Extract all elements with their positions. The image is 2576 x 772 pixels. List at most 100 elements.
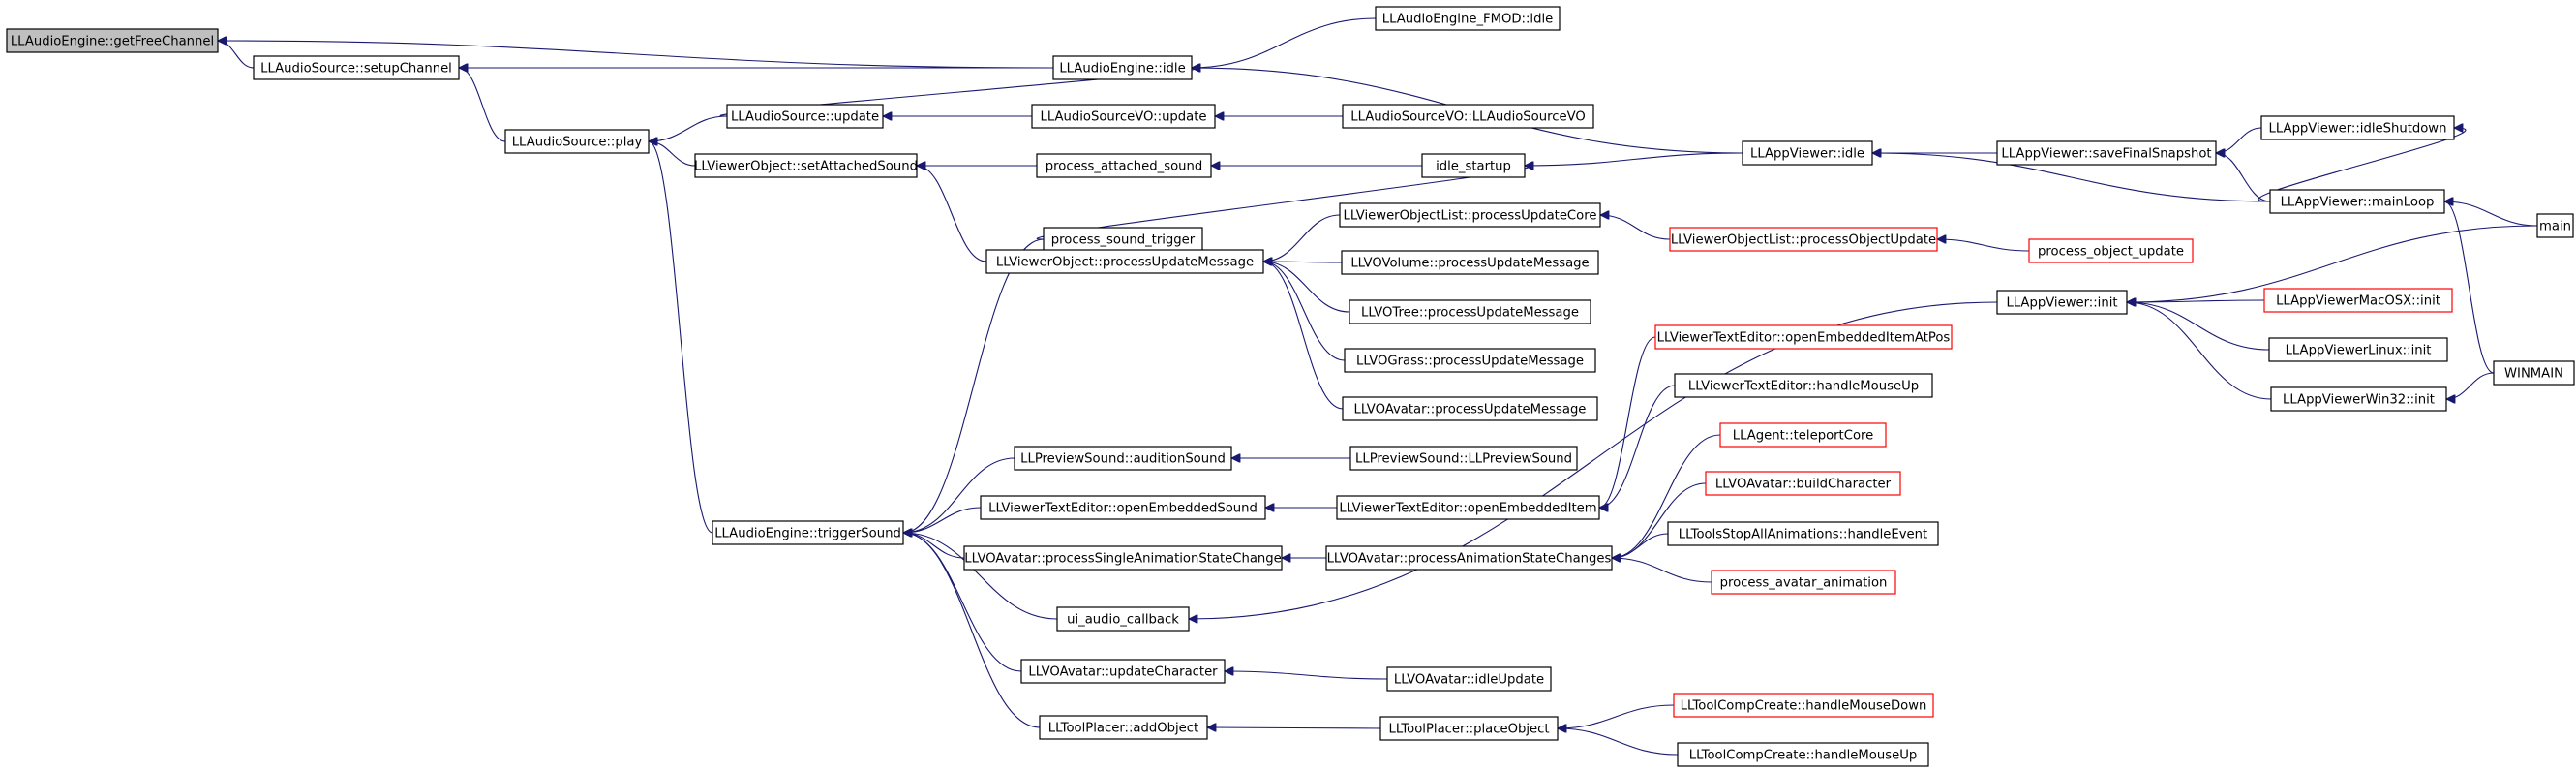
node-box[interactable] [1339, 202, 1601, 228]
node-box[interactable] [2536, 213, 2574, 238]
node-box[interactable] [1031, 104, 1216, 129]
node-setupchannel[interactable]: LLAudioSource::setupChannel [253, 55, 460, 80]
node-addobject[interactable]: LLToolPlacer::addObject [1039, 715, 1208, 740]
node-srcupdate[interactable]: LLAudioSource::update [726, 104, 884, 129]
node-srcplay[interactable]: LLAudioSource::play [504, 129, 650, 154]
node-box[interactable] [694, 153, 918, 178]
node-appidle[interactable]: LLAppViewer::idle [1742, 140, 1873, 166]
node-openembeddedsound[interactable]: LLViewerTextEditor::openEmbeddedSound [980, 495, 1266, 520]
node-engineidle[interactable]: LLAudioEngine::idle [1052, 55, 1193, 80]
node-handlemouseupte[interactable]: LLViewerTextEditor::handleMouseUp [1674, 373, 1933, 398]
node-box[interactable] [253, 55, 460, 80]
node-avataridleupdate[interactable]: LLVOAvatar::idleUpdate [1386, 666, 1552, 692]
node-voprocessupdatemessage[interactable]: LLViewerObject::processUpdateMessage [985, 249, 1264, 274]
node-box[interactable] [1014, 446, 1232, 471]
node-updatecharacter[interactable]: LLVOAvatar::updateCharacter [1020, 659, 1226, 684]
node-box[interactable] [2269, 189, 2445, 214]
node-box[interactable] [1996, 140, 2217, 166]
node-box[interactable] [1052, 55, 1193, 80]
node-box[interactable] [1705, 471, 1901, 496]
node-idlestartup[interactable]: idle_startup [1421, 153, 1526, 178]
node-box[interactable] [6, 28, 219, 53]
node-box[interactable] [1336, 495, 1600, 520]
node-main[interactable]: main [2536, 213, 2574, 238]
node-processavataranimation[interactable]: process_avatar_animation [1711, 570, 1896, 595]
node-box[interactable] [712, 520, 904, 545]
node-compcreatemousedown[interactable]: LLToolCompCreate::handleMouseDown [1673, 693, 1934, 718]
node-box[interactable] [1342, 104, 1594, 129]
node-box[interactable] [1421, 153, 1526, 178]
node-savefinalsnapshot[interactable]: LLAppViewer::saveFinalSnapshot [1996, 140, 2217, 166]
node-box[interactable] [1375, 6, 1561, 31]
node-box[interactable] [1711, 570, 1896, 595]
node-volprocessupdatecore[interactable]: LLViewerObjectList::processUpdateCore [1339, 202, 1601, 228]
node-uiaudiocallback[interactable]: ui_audio_callback [1056, 606, 1190, 632]
node-box[interactable] [1043, 227, 1203, 252]
node-box[interactable] [2263, 288, 2453, 313]
node-voupdate[interactable]: LLAudioSourceVO::update [1031, 104, 1216, 129]
node-setattachedsound[interactable]: LLViewerObject::setAttachedSound [694, 153, 918, 178]
node-box[interactable] [1036, 153, 1212, 178]
node-box[interactable] [1673, 693, 1934, 718]
node-compcreatemouseup[interactable]: LLToolCompCreate::handleMouseUp [1677, 742, 1929, 767]
node-auditionsound[interactable]: LLPreviewSound::auditionSound [1014, 446, 1232, 471]
node-teleportcore[interactable]: LLAgent::teleportCore [1719, 422, 1887, 448]
node-box[interactable] [1669, 227, 1938, 252]
node-box[interactable] [1344, 348, 1596, 373]
node-processattachedsound[interactable]: process_attached_sound [1036, 153, 1212, 178]
node-box[interactable] [1742, 140, 1873, 166]
node-box[interactable] [1342, 396, 1598, 421]
node-placeobject[interactable]: LLToolPlacer::placeObject [1379, 716, 1559, 741]
node-box[interactable] [1677, 742, 1929, 767]
node-box[interactable] [2260, 115, 2455, 140]
node-openembeddeditem[interactable]: LLViewerTextEditor::openEmbeddedItem [1336, 495, 1600, 520]
node-volumeupdate[interactable]: LLVOVolume::processUpdateMessage [1341, 250, 1599, 275]
node-avatarupdate[interactable]: LLVOAvatar::processUpdateMessage [1342, 396, 1598, 421]
node-box[interactable] [2268, 337, 2448, 362]
node-triggersound[interactable]: LLAudioEngine::triggerSound [712, 520, 904, 545]
node-box[interactable] [1056, 606, 1190, 632]
node-appinit[interactable]: LLAppViewer::init [1996, 290, 2128, 315]
node-box[interactable] [1379, 716, 1559, 741]
node-box[interactable] [1654, 324, 1953, 350]
node-box[interactable] [1674, 373, 1933, 398]
node-animstatechanges[interactable]: LLVOAvatar::processAnimationStateChanges [1325, 545, 1613, 571]
node-box[interactable] [1667, 521, 1939, 546]
node-processobjectupdate[interactable]: process_object_update [2028, 238, 2194, 263]
node-stopallanimations[interactable]: LLToolsStopAllAnimations::handleEvent [1667, 521, 1939, 546]
node-box[interactable] [963, 545, 1283, 571]
node-box[interactable] [2493, 360, 2575, 386]
node-buildcharacter[interactable]: LLVOAvatar::buildCharacter [1705, 471, 1901, 496]
node-previewsoundctor[interactable]: LLPreviewSound::LLPreviewSound [1349, 446, 1578, 471]
node-box[interactable] [1349, 446, 1578, 471]
node-win32init[interactable]: LLAppViewerWin32::init [2270, 386, 2447, 412]
node-box[interactable] [2270, 386, 2447, 412]
node-box[interactable] [1996, 290, 2128, 315]
node-processsoundtrigger[interactable]: process_sound_trigger [1043, 227, 1203, 252]
node-box[interactable] [1325, 545, 1613, 571]
node-fmodidle[interactable]: LLAudioEngine_FMOD::idle [1375, 6, 1561, 31]
node-box[interactable] [980, 495, 1266, 520]
node-box[interactable] [2028, 238, 2194, 263]
node-box[interactable] [1341, 250, 1599, 275]
node-singleanimstatechange[interactable]: LLVOAvatar::processSingleAnimationStateC… [963, 545, 1283, 571]
node-openembeddeditematpos[interactable]: LLViewerTextEditor::openEmbeddedItemAtPo… [1654, 324, 1953, 350]
node-box[interactable] [504, 129, 650, 154]
node-box[interactable] [726, 104, 884, 129]
node-box[interactable] [1719, 422, 1887, 448]
node-idleshutdown[interactable]: LLAppViewer::idleShutdown [2260, 115, 2455, 140]
node-box[interactable] [1349, 299, 1591, 324]
node-processobjectupdatelist[interactable]: LLViewerObjectList::processObjectUpdate [1669, 227, 1938, 252]
node-treeupdate[interactable]: LLVOTree::processUpdateMessage [1349, 299, 1591, 324]
node-grassupdate[interactable]: LLVOGrass::processUpdateMessage [1344, 348, 1596, 373]
node-macinit[interactable]: LLAppViewerMacOSX::init [2263, 288, 2453, 313]
node-winmain[interactable]: WINMAIN [2493, 360, 2575, 386]
node-box[interactable] [1386, 666, 1552, 692]
node-voctor[interactable]: LLAudioSourceVO::LLAudioSourceVO [1342, 104, 1594, 129]
node-linuxinit[interactable]: LLAppViewerLinux::init [2268, 337, 2448, 362]
node-getfreechannel[interactable]: LLAudioEngine::getFreeChannel [6, 28, 219, 53]
node-box[interactable] [985, 249, 1264, 274]
node-box[interactable] [1039, 715, 1208, 740]
node-box[interactable] [1020, 659, 1226, 684]
node-mainloop[interactable]: LLAppViewer::mainLoop [2269, 189, 2445, 214]
